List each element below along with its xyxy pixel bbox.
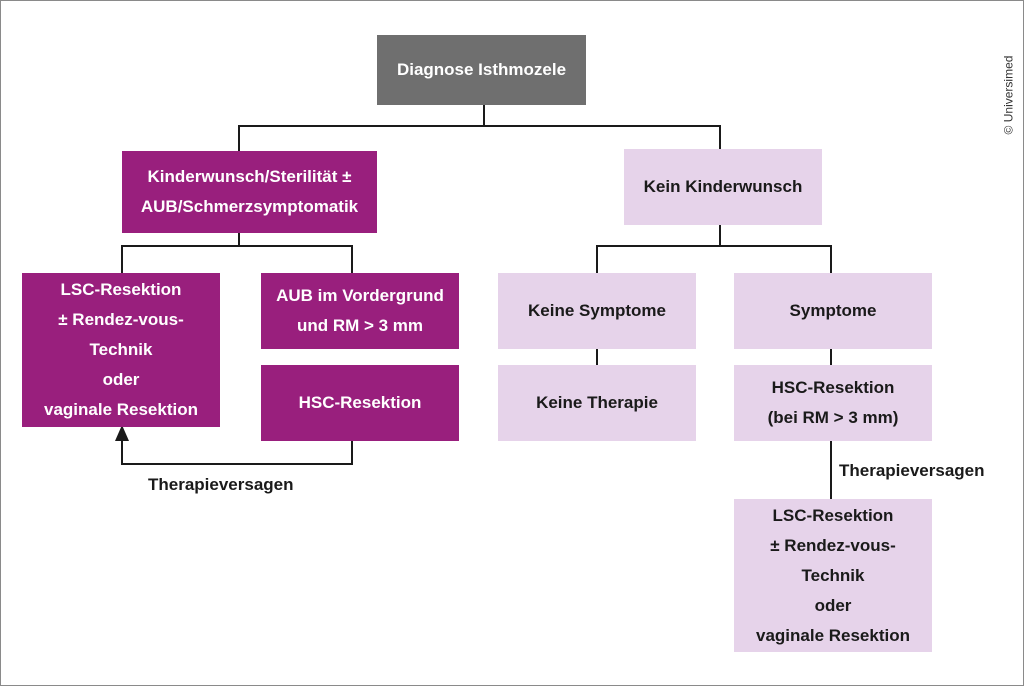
- arrowhead-icon: [115, 425, 129, 441]
- hsc-right-line-1: HSC-Resektion: [771, 378, 895, 397]
- lsc-left-line-1: LSC-Resektion: [60, 280, 182, 299]
- no-symptoms-label: Keine Symptome: [528, 301, 666, 320]
- lsc-left-line-4: oder: [102, 370, 140, 389]
- connector-to-symptoms: [830, 245, 832, 273]
- lsc-left-line-5: vaginale Resektion: [43, 400, 198, 419]
- connector-failure-up: [121, 439, 123, 465]
- connector-no-symptoms-to-no-therapy: [596, 349, 598, 365]
- connector-failure-hsc-down: [351, 441, 353, 465]
- connector-right-split: [596, 245, 832, 247]
- copyright-text: © Universimed: [1001, 55, 1015, 135]
- connector-left-branch-down: [238, 233, 240, 246]
- fertility-wish-line-1: Kinderwunsch/Sterilität ±: [147, 167, 352, 186]
- lsc-right-line-5: vaginale Resektion: [755, 625, 910, 645]
- hsc-right-line-2: (bei RM > 3 mm): [767, 408, 899, 427]
- connector-to-right-branch: [719, 125, 721, 149]
- lsc-left-line-3: Technik: [89, 340, 153, 359]
- lsc-resection-right-box: LSC-Resektion ± Rendez-vous- Technik ode…: [734, 499, 932, 652]
- no-therapy-box: Keine Therapie: [498, 365, 696, 441]
- connector-symptoms-to-hsc: [830, 349, 832, 365]
- lsc-right-line-3: Technik: [801, 565, 865, 585]
- fertility-wish-line-2: AUB/Schmerzsymptomatik: [140, 197, 359, 216]
- no-fertility-wish-label: Kein Kinderwunsch: [643, 177, 803, 196]
- connector-failure-bottom: [121, 463, 353, 465]
- connector-root-down: [483, 105, 485, 126]
- connector-to-aub: [351, 245, 353, 273]
- lsc-right-line-1: LSC-Resektion: [772, 505, 894, 525]
- hsc-resection-right-box: HSC-Resektion (bei RM > 3 mm): [734, 365, 932, 441]
- lsc-right-line-2: ± Rendez-vous-: [770, 535, 896, 555]
- connector-root-horizontal: [238, 125, 721, 127]
- hsc-left-label: HSC-Resektion: [298, 393, 422, 412]
- connector-to-left-branch: [238, 125, 240, 151]
- lsc-left-line-2: ± Rendez-vous-: [58, 310, 184, 329]
- symptoms-label: Symptome: [789, 301, 877, 320]
- no-therapy-label: Keine Therapie: [536, 393, 658, 412]
- therapy-failure-label-right: Therapieversagen: [839, 461, 985, 480]
- connector-hsc-to-lsc-right: [830, 440, 832, 499]
- aub-line-1: AUB im Vordergrund: [276, 286, 444, 305]
- lsc-right-line-4: oder: [814, 595, 852, 615]
- root-diagnosis-label: Diagnose Isthmozele: [396, 60, 567, 79]
- lsc-resection-left-box: LSC-Resektion ± Rendez-vous- Technik ode…: [22, 273, 220, 427]
- connector-left-split: [121, 245, 353, 247]
- no-fertility-wish-box: Kein Kinderwunsch: [624, 149, 822, 225]
- aub-foreground-box: AUB im Vordergrund und RM > 3 mm: [261, 273, 459, 349]
- therapy-failure-label-left: Therapieversagen: [148, 475, 294, 494]
- connector-right-branch-down: [719, 225, 721, 246]
- no-symptoms-box: Keine Symptome: [498, 273, 696, 349]
- hsc-resection-left-box: HSC-Resektion: [261, 365, 459, 441]
- root-diagnosis-box: Diagnose Isthmozele: [377, 35, 586, 105]
- symptoms-box: Symptome: [734, 273, 932, 349]
- connector-to-no-symptoms: [596, 245, 598, 273]
- aub-line-2: und RM > 3 mm: [296, 316, 424, 335]
- connector-to-lsc-left: [121, 245, 123, 273]
- copyright-notice: © Universimed: [1001, 45, 1015, 145]
- fertility-wish-box: Kinderwunsch/Sterilität ± AUB/Schmerzsym…: [122, 151, 377, 233]
